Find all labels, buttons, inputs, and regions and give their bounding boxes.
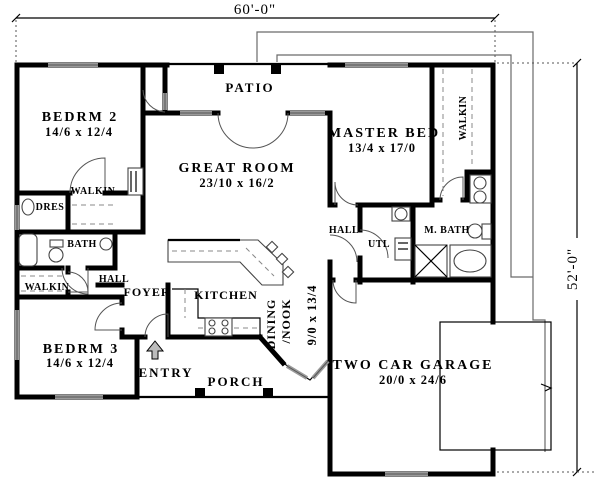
patio-post — [214, 64, 224, 74]
master-bed-size: 13/4 x 17/0 — [348, 141, 416, 155]
dres-label: DRES — [36, 202, 65, 213]
bedrm2-size: 14/6 x 12/4 — [45, 125, 113, 139]
utl-label: UTL — [368, 239, 390, 250]
master-bed-label: MASTER BED — [328, 126, 440, 141]
dining-label: DINING — [264, 299, 278, 350]
porch-post — [195, 388, 205, 398]
patio-label: PATIO — [225, 80, 274, 95]
stool — [281, 265, 295, 279]
porch-structure — [137, 388, 330, 399]
nook-label: /NOOK — [279, 298, 293, 344]
stove — [204, 317, 233, 337]
toilet — [48, 247, 64, 263]
sink — [99, 237, 113, 251]
great-room-label: GREAT ROOM — [178, 161, 295, 176]
bathtub — [18, 233, 38, 267]
interior-walls — [14, 62, 496, 340]
door-swings — [61, 89, 464, 338]
sink — [473, 190, 487, 204]
closet-rods — [21, 69, 473, 292]
stool — [275, 252, 289, 266]
bedrm3-size: 14/6 x 12/4 — [46, 356, 114, 370]
bedrm3-label: BEDRM 3 — [43, 342, 120, 357]
dimension-width-label: 60'-0" — [234, 2, 276, 18]
dimension-right: 52'-0" — [497, 58, 595, 477]
patio-post — [271, 64, 281, 74]
master-bath-label: M. BATH — [424, 225, 470, 236]
garage-door — [439, 321, 553, 451]
dimension-top: 60'-0" — [11, 2, 500, 62]
dimension-height-label: 52'-0" — [565, 248, 581, 290]
garage-label: TWO CAR GARAGE — [332, 358, 493, 373]
porch-label: PORCH — [208, 374, 265, 389]
room-labels: PATIO BEDRM 2 14/6 x 12/4 MASTER BED 13/… — [25, 80, 493, 389]
bath-label: BATH — [67, 239, 97, 250]
roof-outline — [256, 31, 546, 452]
walkin-master-label: WALKIN — [458, 95, 469, 140]
entry-arrow — [145, 340, 165, 360]
foyer-label: FOYER — [124, 285, 171, 299]
porch-post — [263, 388, 273, 398]
walkin-bedrm2-label: WALKIN — [71, 186, 116, 197]
sink — [21, 198, 35, 216]
hall-right-label: HALL — [329, 225, 359, 236]
bedrm2-label: BEDRM 2 — [42, 110, 119, 125]
windows — [15, 63, 428, 476]
fixtures — [18, 167, 492, 337]
stool — [265, 240, 279, 254]
toilet-tank — [49, 239, 64, 248]
hall-left-label: HALL — [99, 274, 129, 285]
dining-size: 9/0 x 13/4 — [305, 285, 319, 346]
island-bar — [167, 239, 284, 286]
entry-label: ENTRY — [138, 365, 193, 380]
great-room-size: 23/10 x 16/2 — [199, 176, 274, 190]
garage-size: 20/0 x 24/6 — [379, 373, 447, 387]
kitchen-label: KITCHEN — [194, 288, 258, 302]
patio-structure — [167, 62, 330, 74]
sink — [473, 176, 487, 190]
walkin-bedrm3-label: WALKIN — [25, 282, 70, 293]
toilet — [467, 223, 483, 239]
toilet-tank — [481, 223, 492, 240]
exterior-walls — [14, 62, 496, 477]
